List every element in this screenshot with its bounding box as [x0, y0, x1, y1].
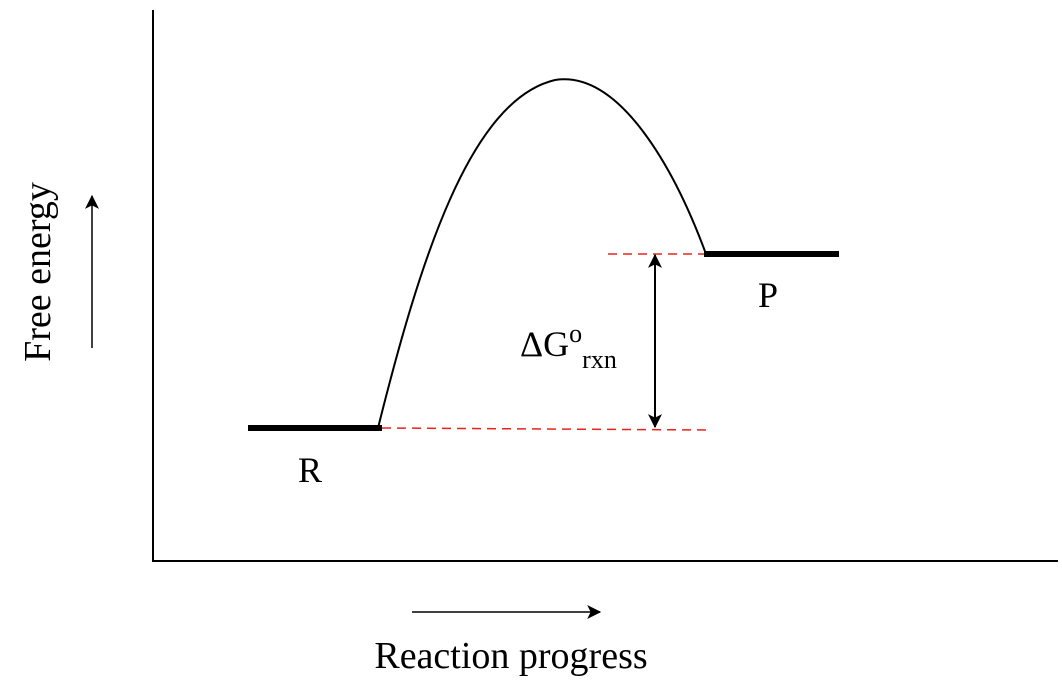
y-axis-label: Free energy — [17, 182, 59, 362]
delta-g-main: ΔG — [520, 324, 569, 364]
reactant-label: R — [298, 450, 322, 490]
delta-g-superscript: o — [569, 319, 582, 348]
energy-curve — [377, 78, 707, 429]
product-label: P — [758, 275, 778, 315]
x-axis-label: Reaction progress — [374, 635, 647, 677]
delta-g-subscript: rxn — [582, 345, 617, 374]
reactant-guide-line — [381, 427, 709, 431]
delta-g-label: ΔGorxn — [520, 319, 617, 374]
